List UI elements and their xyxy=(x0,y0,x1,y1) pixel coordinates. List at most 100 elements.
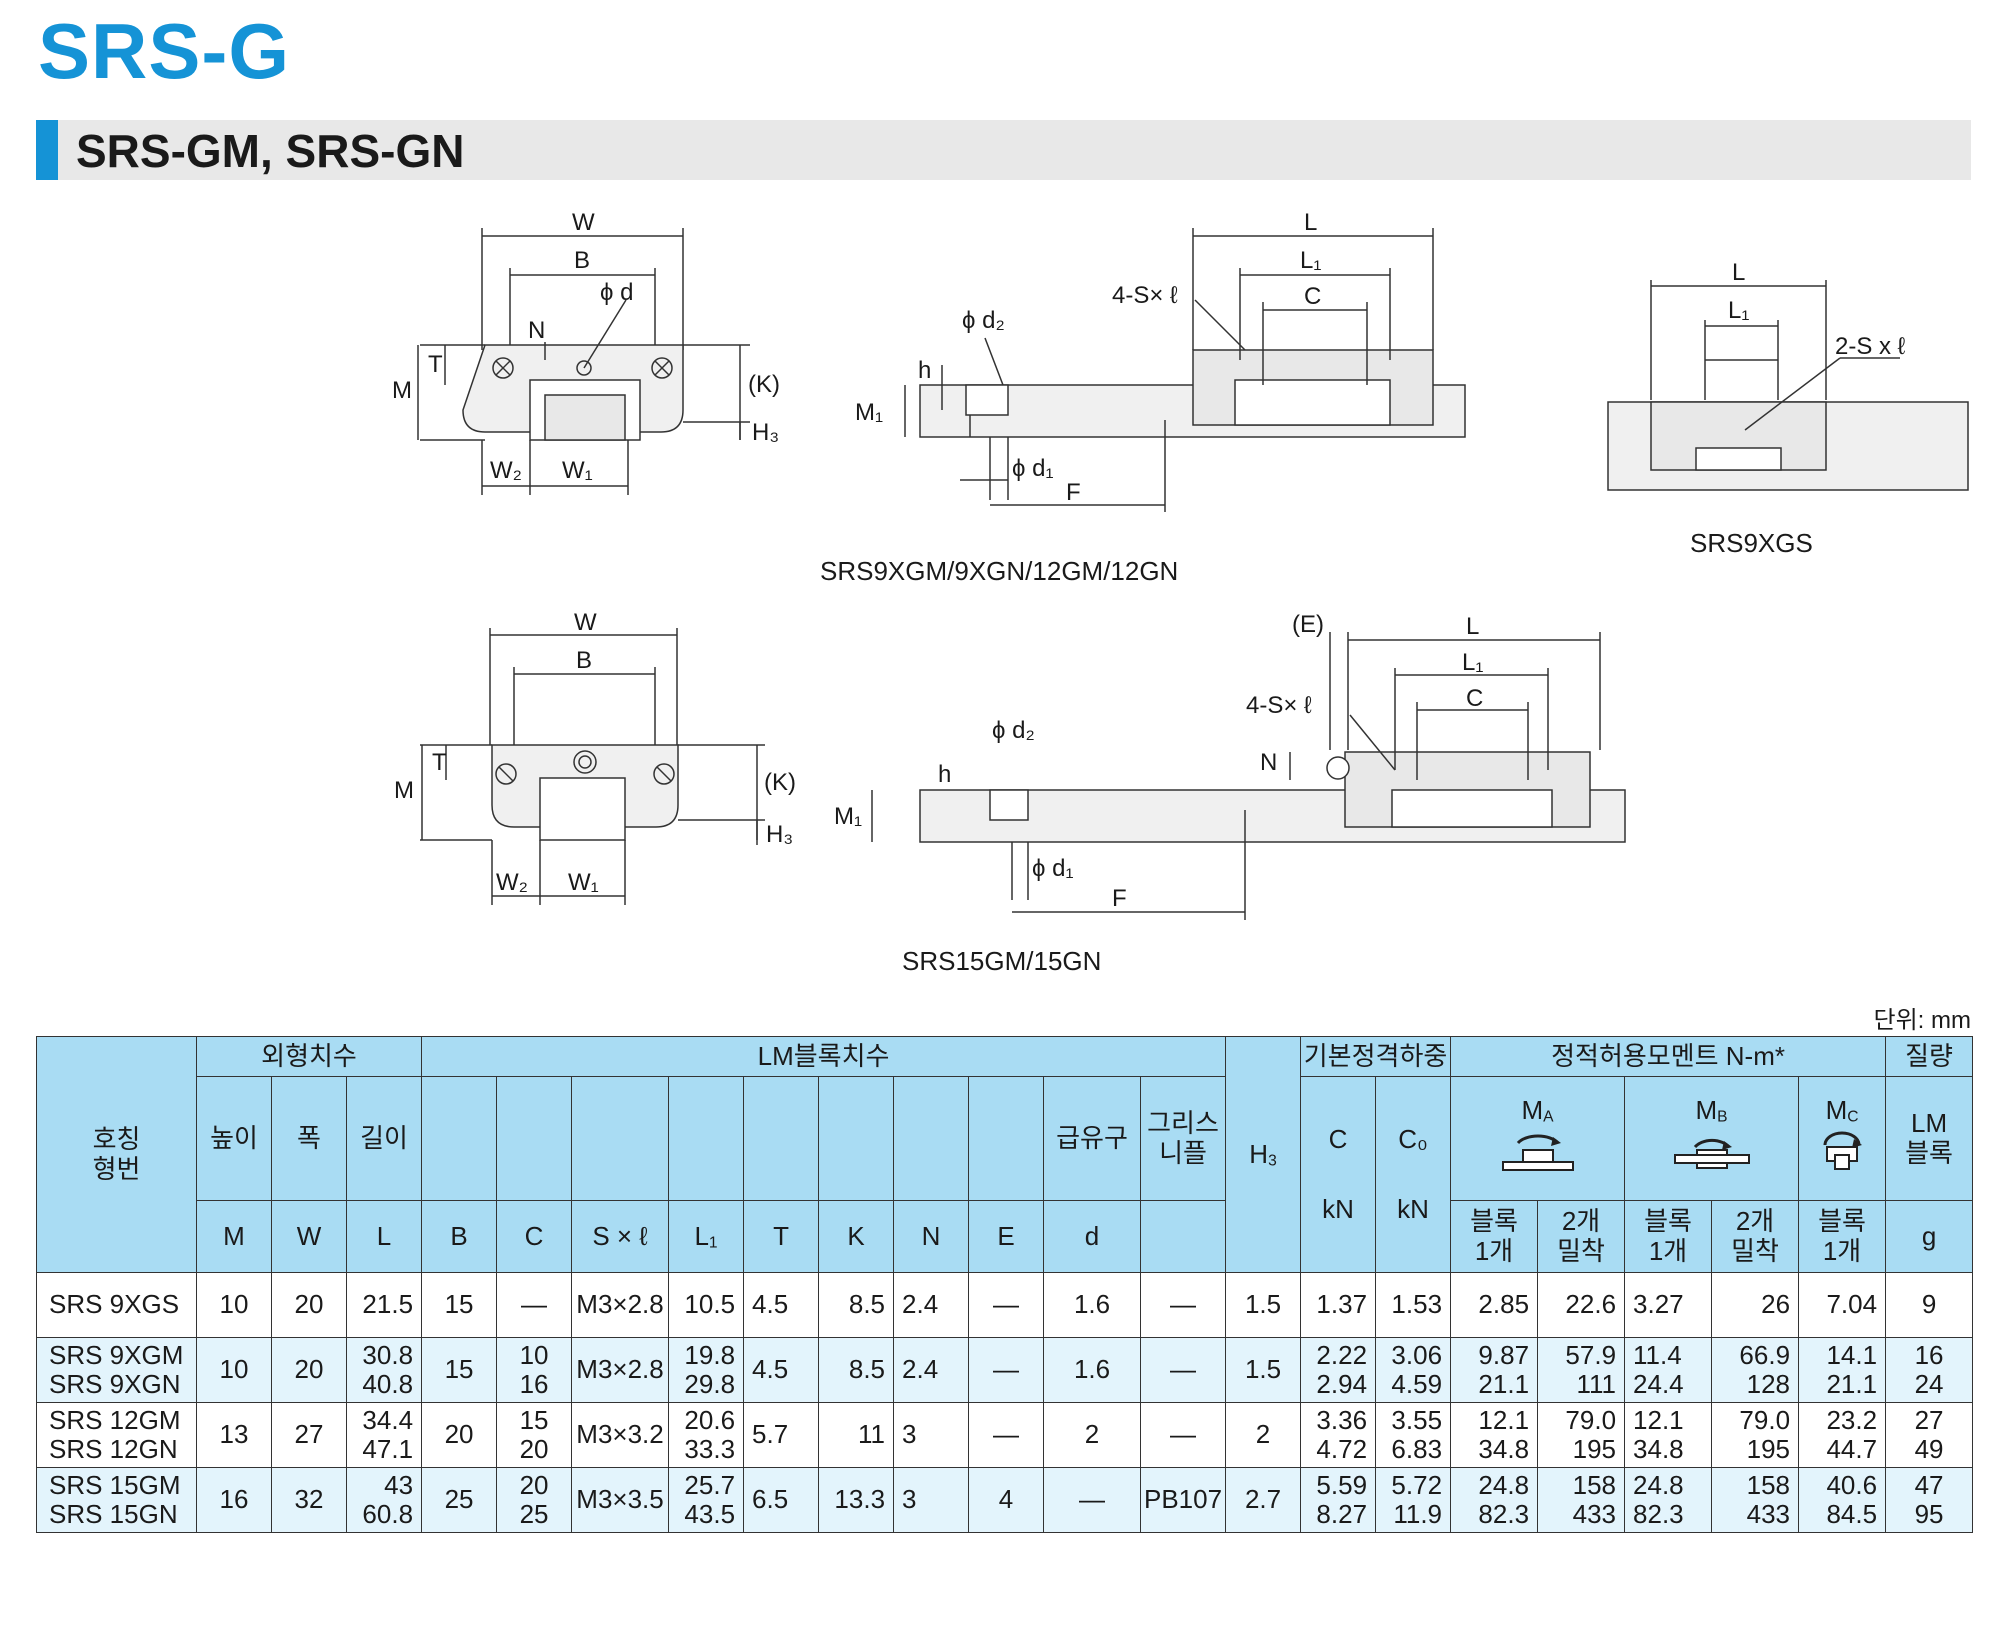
label-L1: L₁ xyxy=(1300,247,1321,274)
cell-grease: PB107 xyxy=(1140,1467,1227,1533)
cell-w: 20 xyxy=(271,1337,347,1403)
cell-mb2: 79.0 195 xyxy=(1711,1402,1800,1468)
cell-s: M3×3.5 xyxy=(571,1467,670,1533)
label-L-15: L xyxy=(1466,613,1479,640)
label-phi-d1-15: ϕ d₁ xyxy=(1032,855,1074,882)
cell-l: 43 60.8 xyxy=(345,1467,423,1533)
cell-cd: 3.36 4.72 xyxy=(1300,1402,1377,1468)
th-sub-L: L xyxy=(345,1200,423,1273)
cell-m: 10 xyxy=(196,1337,272,1403)
th-sub-K: K xyxy=(818,1200,895,1273)
cell-k: 11 xyxy=(818,1402,895,1468)
th-sub-S: S × ℓ xyxy=(571,1200,670,1273)
label-W2: W₂ xyxy=(490,457,522,484)
spec-table: 호칭 형번 외형치수 LM블록치수 H3 기본정격하중 정적허용모멘트 N-m*… xyxy=(36,1036,1974,1533)
unit-label: 단위: mm xyxy=(1873,1007,1971,1034)
cell-mc1: 7.04 xyxy=(1798,1272,1887,1338)
cell-d: 2 xyxy=(1043,1402,1142,1468)
cell-n: 2.4 xyxy=(893,1337,970,1403)
label-S-l: 4-S× ℓ xyxy=(1112,282,1178,309)
cell-model: SRS 12GM SRS 12GN xyxy=(36,1402,197,1468)
label-W1: W₁ xyxy=(562,457,593,484)
th-sub-C: C xyxy=(496,1200,573,1273)
label-M1: M₁ xyxy=(855,399,883,426)
label-phi-d2: ϕ d₂ xyxy=(962,307,1005,334)
cell-n: 2.4 xyxy=(893,1272,970,1338)
cell-m: 10 xyxy=(196,1272,272,1338)
cell-b: 15 xyxy=(421,1337,498,1403)
label-H3-15: H₃ xyxy=(766,821,793,848)
th-sub-grease-empty xyxy=(1140,1200,1227,1273)
cell-ma2: 22.6 xyxy=(1537,1272,1626,1338)
cell-ma1: 9.87 21.1 xyxy=(1450,1337,1539,1403)
label-C: C xyxy=(1304,283,1321,310)
cell-mb1: 24.8 82.3 xyxy=(1624,1467,1713,1533)
cell-model: SRS 9XGM SRS 9XGN xyxy=(36,1337,197,1403)
cell-l1: 25.7 43.5 xyxy=(668,1467,745,1533)
cell-mb2: 26 xyxy=(1711,1272,1800,1338)
cell-t: 4.5 xyxy=(743,1337,820,1403)
th-MA: MA xyxy=(1450,1076,1626,1201)
label-L-9xgs: L xyxy=(1732,259,1745,286)
cell-w: 20 xyxy=(271,1272,347,1338)
cell-b: 25 xyxy=(421,1467,498,1533)
label-W2-15: W₂ xyxy=(496,869,528,896)
th-sub-mb-one: 블록 1개 xyxy=(1624,1200,1713,1273)
cell-mb1: 11.4 24.4 xyxy=(1624,1337,1713,1403)
label-N: N xyxy=(528,317,545,344)
cell-e: — xyxy=(968,1272,1045,1338)
th-model: 호칭 형번 xyxy=(36,1036,197,1273)
th-mass: 질량 xyxy=(1885,1036,1974,1077)
label-T-15: T xyxy=(432,749,447,776)
caption-fig2: SRS9XGS xyxy=(1690,528,1813,558)
cell-c0: 1.53 xyxy=(1375,1272,1452,1338)
label-K-15: (K) xyxy=(764,769,796,796)
th-h3: H3 xyxy=(1225,1036,1302,1273)
label-E: (E) xyxy=(1292,611,1324,638)
cell-h3: 1.5 xyxy=(1225,1337,1302,1403)
cell-h3: 2 xyxy=(1225,1402,1302,1468)
label-h: h xyxy=(918,357,931,384)
th-sub-M: M xyxy=(196,1200,272,1273)
cell-mb1: 12.1 34.8 xyxy=(1624,1402,1713,1468)
th-lube: 급유구 xyxy=(1043,1076,1142,1201)
section-accent xyxy=(36,120,58,180)
th-basic-load: 기본정격하중 xyxy=(1300,1036,1452,1077)
front-view-15 xyxy=(420,628,765,905)
th-lm-block: LM블록치수 xyxy=(421,1036,1227,1077)
front-view-9-12 xyxy=(417,228,750,495)
cell-e: — xyxy=(968,1337,1045,1403)
cell-ma2: 158 433 xyxy=(1537,1467,1626,1533)
th-MC: MC xyxy=(1798,1076,1887,1201)
cell-d: — xyxy=(1043,1467,1142,1533)
label-L1-15: L₁ xyxy=(1462,649,1483,676)
cell-mass: 16 24 xyxy=(1885,1337,1974,1403)
cell-s: M3×2.8 xyxy=(571,1337,670,1403)
label-N-15: N xyxy=(1260,749,1277,776)
label-H3: H₃ xyxy=(752,419,779,446)
label-L: L xyxy=(1304,209,1317,236)
th-sub-g: g xyxy=(1885,1200,1974,1273)
cell-m: 13 xyxy=(196,1402,272,1468)
cell-mass: 9 xyxy=(1885,1272,1974,1338)
cell-cd: 5.59 8.27 xyxy=(1300,1467,1377,1533)
section-title: SRS-GM, SRS-GN xyxy=(76,125,465,177)
cell-b: 15 xyxy=(421,1272,498,1338)
label-C-15: C xyxy=(1466,685,1483,712)
cell-m: 16 xyxy=(196,1467,272,1533)
cell-k: 8.5 xyxy=(818,1337,895,1403)
cell-c0: 3.55 6.83 xyxy=(1375,1402,1452,1468)
cell-l: 21.5 xyxy=(345,1272,423,1338)
cell-w: 27 xyxy=(271,1402,347,1468)
label-W1-15: W₁ xyxy=(568,869,599,896)
mc-moment-icon xyxy=(1823,1131,1863,1171)
th-lm-block-mass: LM 블록 xyxy=(1885,1076,1974,1201)
cell-model: SRS 15GM SRS 15GN xyxy=(36,1467,197,1533)
page-title: SRS-G xyxy=(38,7,291,95)
cell-n: 3 xyxy=(893,1467,970,1533)
label-h-15: h xyxy=(938,761,951,788)
label-M-15: M xyxy=(394,777,414,804)
cell-l1: 20.6 33.3 xyxy=(668,1402,745,1468)
